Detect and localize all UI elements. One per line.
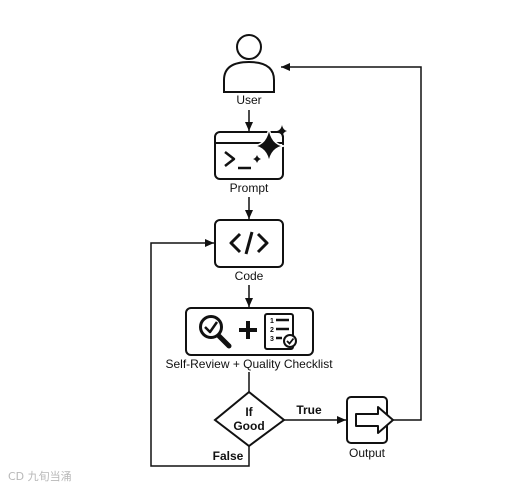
magnifier-check-icon xyxy=(199,315,232,349)
checklist-number: 1 xyxy=(270,318,274,325)
arrow-output-to-user xyxy=(281,63,422,421)
output-label: Output xyxy=(349,446,386,460)
false-label: False xyxy=(213,449,244,463)
arrow-right-icon xyxy=(355,406,394,434)
plus-icon xyxy=(239,321,257,339)
arrow-false-to-code xyxy=(150,239,250,467)
checklist-icon: 1 2 3 xyxy=(264,313,297,350)
review-label: Self-Review + Quality Checklist xyxy=(165,357,333,371)
watermark: CD 九旬当涌 xyxy=(8,470,72,483)
true-label: True xyxy=(296,403,322,417)
terminal-icon xyxy=(224,151,251,170)
checklist-number: 3 xyxy=(270,336,274,343)
code-box xyxy=(214,219,284,268)
code-label: Code xyxy=(235,269,264,283)
decision-label-line2: Good xyxy=(233,419,264,433)
output-box xyxy=(346,396,394,444)
user-icon xyxy=(223,34,275,93)
prompt-box xyxy=(214,125,287,180)
decision-label-line1: If xyxy=(245,405,253,419)
checklist-number: 2 xyxy=(270,327,274,334)
code-brackets-icon xyxy=(229,231,269,255)
sparkle-icon xyxy=(253,125,287,164)
review-box: 1 2 3 xyxy=(185,307,314,356)
user-label: User xyxy=(236,93,261,107)
prompt-label: Prompt xyxy=(230,181,269,195)
